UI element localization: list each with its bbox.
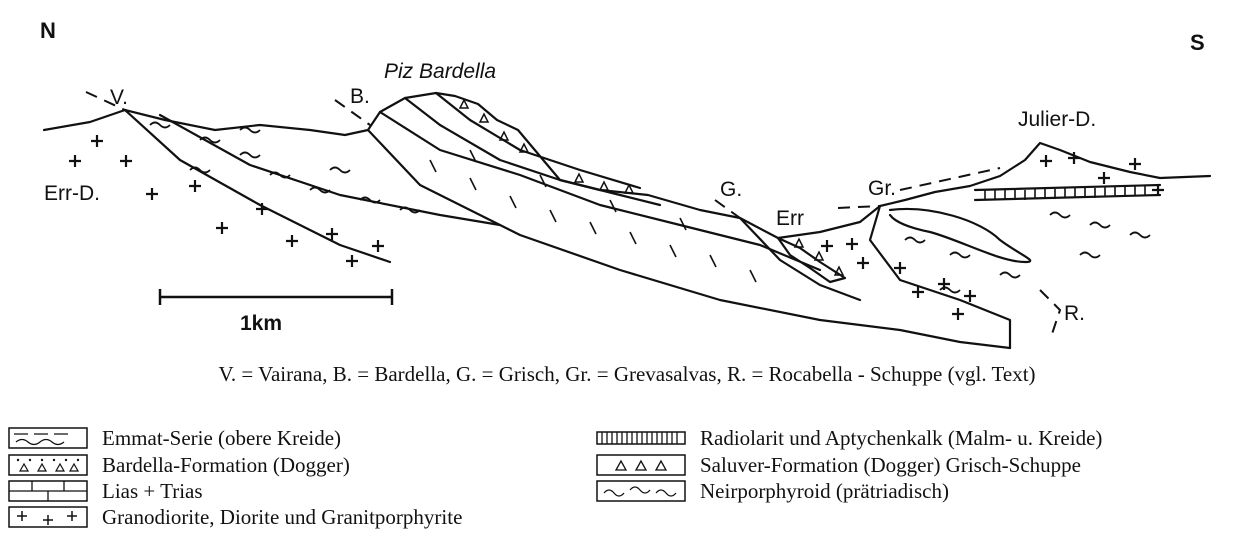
waves-dashes-swatch bbox=[8, 427, 88, 449]
legend-saluver: Saluver-Formation (Dogger) Grisch-Schupp… bbox=[596, 453, 1081, 477]
tilde-marks bbox=[150, 123, 1150, 293]
abbreviation-key: V. = Vairana, B. = Bardella, G. = Grisch… bbox=[0, 362, 1254, 387]
dots-triangles-swatch bbox=[8, 454, 88, 476]
legend-emmat: Emmat-Serie (obere Kreide) bbox=[8, 426, 341, 450]
piz-bardella-label: Piz Bardella bbox=[384, 60, 496, 83]
bricks-swatch bbox=[8, 480, 88, 502]
north-label: N bbox=[40, 18, 56, 43]
legend-lias-trias-label: Lias + Trias bbox=[102, 479, 203, 504]
contact-rocabella bbox=[870, 206, 1010, 348]
legend-neirporphyroid-label: Neirporphyroid (prätriadisch) bbox=[700, 479, 949, 504]
triangles-swatch bbox=[596, 454, 686, 476]
legend-granodiorite: Granodiorite, Diorite und Granitporphyri… bbox=[8, 505, 462, 529]
legend-radiolarit-label: Radiolarit und Aptychenkalk (Malm- u. Kr… bbox=[700, 426, 1102, 451]
tildes-swatch bbox=[596, 480, 686, 502]
err-label: Err bbox=[776, 207, 804, 230]
legend-bardella-label: Bardella-Formation (Dogger) bbox=[102, 453, 350, 478]
crosses-swatch bbox=[8, 506, 88, 528]
vairana-label: V. bbox=[110, 86, 128, 109]
legend-bardella: Bardella-Formation (Dogger) bbox=[8, 453, 350, 477]
legend-radiolarit: Radiolarit und Aptychenkalk (Malm- u. Kr… bbox=[596, 426, 1102, 450]
grisch-label: G. bbox=[720, 178, 742, 201]
legend-emmat-label: Emmat-Serie (obere Kreide) bbox=[102, 426, 341, 451]
scale-label: 1km bbox=[240, 312, 282, 335]
rocabella-label: R. bbox=[1064, 302, 1085, 325]
radiolarite-band-julier bbox=[975, 185, 1160, 200]
legend-lias-trias: Lias + Trias bbox=[8, 479, 203, 503]
south-label: S bbox=[1190, 30, 1205, 55]
legend-saluver-label: Saluver-Formation (Dogger) Grisch-Schupp… bbox=[700, 453, 1081, 478]
err-d-label: Err-D. bbox=[44, 182, 100, 205]
brick-ticks bbox=[430, 150, 756, 282]
granodiorite-crosses bbox=[69, 135, 1164, 320]
bardella-label: B. bbox=[350, 85, 370, 108]
hatched-swatch bbox=[596, 427, 686, 449]
contact-err-lower bbox=[740, 218, 860, 300]
legend-neirporphyroid: Neirporphyroid (prätriadisch) bbox=[596, 479, 949, 503]
grevasalvas-label: Gr. bbox=[868, 177, 896, 200]
scale-bar bbox=[160, 289, 392, 305]
julier-label: Julier-D. bbox=[1018, 108, 1096, 131]
legend-granodiorite-label: Granodiorite, Diorite und Granitporphyri… bbox=[102, 505, 462, 530]
